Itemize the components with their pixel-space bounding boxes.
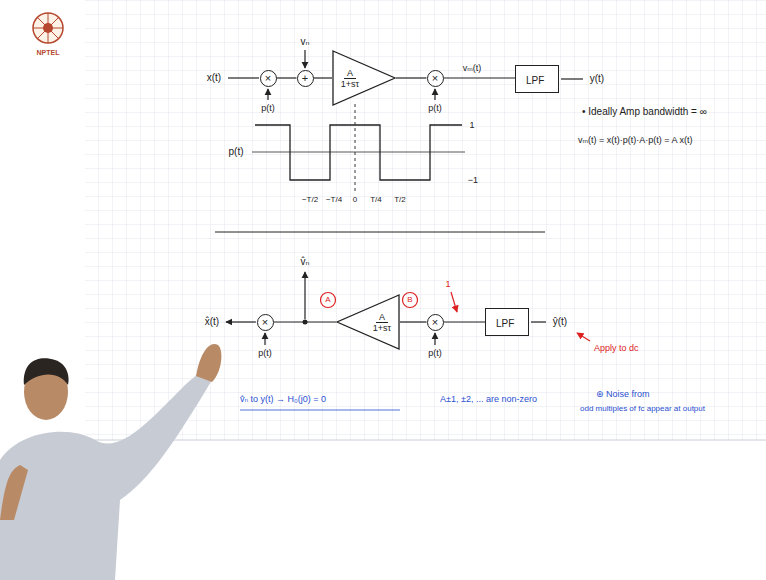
amplifier-triangle: A1+sτ bbox=[332, 50, 396, 106]
signal-label: p(t) bbox=[258, 348, 272, 358]
filter-box: LPF bbox=[515, 65, 559, 93]
signal-label: NPTEL bbox=[37, 49, 60, 57]
annotation: 1 bbox=[445, 279, 450, 289]
gain-fraction: A1+sτ bbox=[369, 294, 395, 350]
signal-label: vₘ(t) bbox=[463, 63, 482, 73]
signal-label: 0 bbox=[353, 195, 357, 204]
operator-symbol: × bbox=[432, 73, 438, 84]
square-wave bbox=[252, 104, 465, 191]
board-edge bbox=[85, 440, 766, 441]
note-text: ⊛ Noise from bbox=[596, 389, 650, 399]
signal-wire bbox=[400, 321, 427, 322]
signal-label: x(t) bbox=[207, 72, 221, 84]
signal-label: −1 bbox=[468, 175, 478, 185]
note-text: v̂ₙ to y(t) → H₀(j0) = 0 bbox=[240, 394, 326, 404]
operator-symbol: × bbox=[265, 73, 271, 84]
triangle-outline bbox=[332, 50, 396, 106]
lecturer bbox=[0, 344, 221, 580]
signal-wire bbox=[444, 77, 516, 78]
signal-label: p(t) bbox=[261, 103, 275, 113]
wires bbox=[228, 50, 583, 100]
note-text: odd multiples of fc appear at output bbox=[580, 404, 705, 413]
signal-wire bbox=[444, 321, 486, 322]
signal-label: x̂(t) bbox=[205, 316, 219, 328]
signal-label: • Ideally Amp bandwidth = ∞ bbox=[582, 106, 707, 118]
signal-label: ŷ(t) bbox=[553, 316, 567, 328]
signal-label: p(t) bbox=[428, 348, 442, 358]
operator-symbol: × bbox=[432, 317, 438, 328]
block-name: LPF bbox=[526, 75, 544, 86]
note-text: A±1, ±2, ... are non-zero bbox=[440, 394, 537, 404]
signal-label: p(t) bbox=[229, 146, 244, 158]
operator-symbol: × bbox=[262, 317, 268, 328]
gain-text: A bbox=[344, 68, 356, 79]
operator-symbol: + bbox=[302, 73, 308, 84]
signal-wire bbox=[277, 77, 297, 78]
annotation: B bbox=[407, 295, 412, 304]
signal-label: p(t) bbox=[428, 103, 442, 113]
grid-paper bbox=[85, 0, 766, 440]
mixer-circle: × bbox=[260, 70, 277, 87]
signal-label: 1 bbox=[469, 120, 474, 130]
signal-label: v̂ₙ bbox=[301, 256, 310, 268]
triangle-outline bbox=[336, 294, 400, 350]
signal-label: T/2 bbox=[394, 195, 406, 204]
mixer-circle: × bbox=[427, 314, 444, 331]
filter-box: LPF bbox=[485, 308, 529, 336]
gain-text: A bbox=[376, 312, 388, 323]
gain-text: 1+sτ bbox=[341, 79, 359, 89]
signal-wire bbox=[314, 77, 333, 78]
mixer-circle: × bbox=[427, 70, 444, 87]
signal-label: vₙ bbox=[301, 36, 310, 48]
board bbox=[85, 0, 766, 440]
mixer-circle: × bbox=[257, 314, 274, 331]
signal-label: −T/4 bbox=[326, 195, 342, 204]
signal-label: y(t) bbox=[590, 73, 604, 85]
separator bbox=[215, 232, 545, 233]
block-name: LPF bbox=[496, 318, 514, 329]
signal-wire bbox=[396, 77, 427, 78]
signal-label: −T/2 bbox=[302, 195, 318, 204]
amplifier-triangle: A1+sτ bbox=[336, 294, 400, 350]
triangle-shape bbox=[337, 295, 399, 349]
signal-label: T/4 bbox=[370, 195, 382, 204]
logo-wheel bbox=[33, 13, 63, 43]
annotation: Apply to dc bbox=[594, 343, 639, 353]
mixer-circle: + bbox=[297, 70, 314, 87]
annotation: A bbox=[325, 295, 330, 304]
blue-underline bbox=[240, 410, 400, 411]
signal-label: vₘ(t) = x(t)·p(t)·A·p(t) = A x(t) bbox=[578, 135, 693, 145]
signal-wire bbox=[274, 321, 337, 322]
gain-fraction: A1+sτ bbox=[337, 50, 363, 106]
triangle-shape bbox=[333, 51, 395, 105]
gain-text: 1+sτ bbox=[373, 323, 391, 333]
